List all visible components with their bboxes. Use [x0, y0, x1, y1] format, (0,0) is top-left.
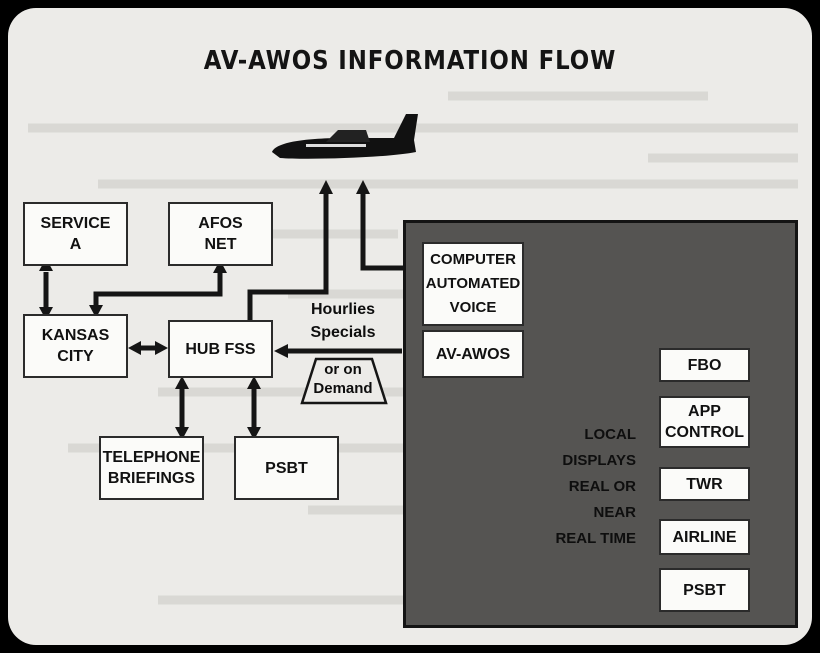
- label-hourlies-specials: Hourlies Specials: [310, 301, 376, 341]
- node-kansas-city: KANSAS CITY: [23, 314, 128, 378]
- node-psbt-left: PSBT: [234, 436, 339, 500]
- label-local-displays: LOCAL DISPLAYS REAL OR NEAR REAL TIME: [555, 426, 636, 547]
- node-telephone-briefings: TELEPHONE BRIEFINGS: [99, 436, 204, 500]
- node-fbo: FBO: [659, 348, 750, 382]
- node-app-control: APP CONTROL: [659, 396, 750, 448]
- label-demand: Demand: [313, 380, 373, 397]
- node-afos-net: AFOS NET: [168, 202, 273, 266]
- label-or-on: or on: [324, 361, 362, 378]
- airplane-icon: [272, 114, 418, 159]
- node-service-a: SERVICE A: [23, 202, 128, 266]
- on-demand-trapezoid: [300, 357, 388, 405]
- node-hub-fss: HUB FSS: [168, 320, 273, 378]
- node-twr: TWR: [659, 467, 750, 501]
- node-av-awos: AV-AWOS: [422, 330, 524, 378]
- slide: AV-AWOS INFORMATION FLOW: [8, 8, 812, 645]
- node-computer-automated-voice: COMPUTER AUTOMATED VOICE: [422, 242, 524, 326]
- diagram-title: AV-AWOS INFORMATION FLOW: [203, 46, 617, 76]
- node-psbt-right: PSBT: [659, 568, 750, 612]
- node-airline: AIRLINE: [659, 519, 750, 555]
